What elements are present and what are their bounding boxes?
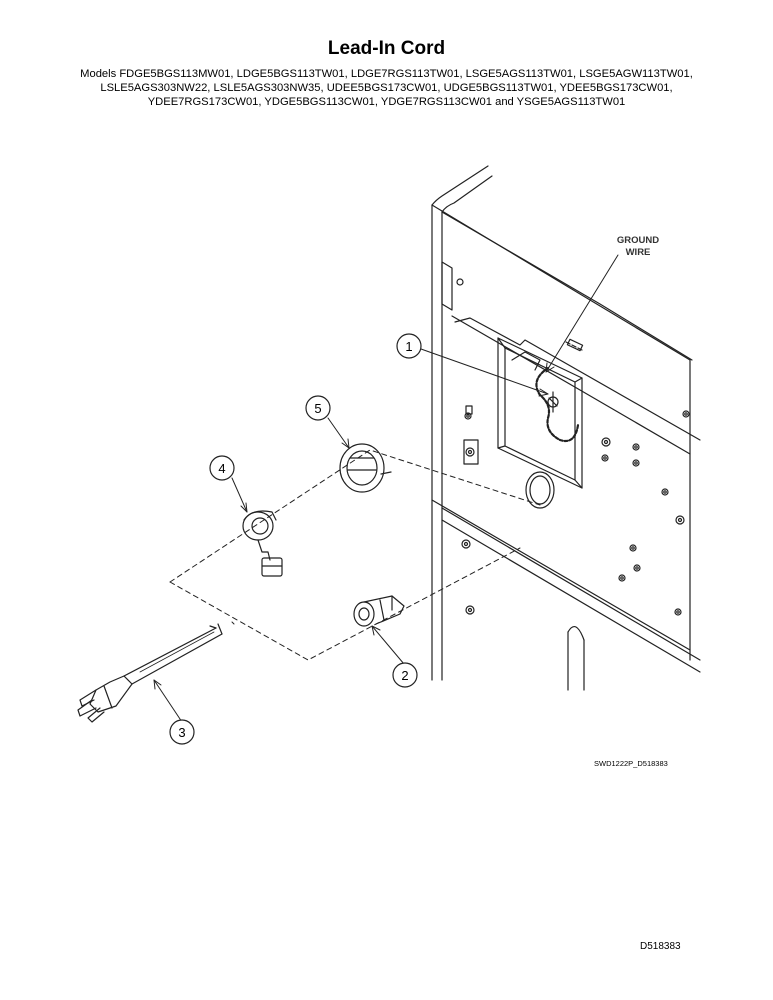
exploded-view-guide — [169, 449, 541, 661]
models-list: Models FDGE5BGS113MW01, LDGE5BGS113TW01,… — [80, 68, 693, 108]
part-2-bushing — [353, 595, 405, 627]
callout-4: 4 — [218, 461, 225, 476]
leader-lines — [153, 254, 619, 723]
page-title: Lead-In Cord — [327, 38, 446, 59]
ground-wire-label-line1: GROUND — [617, 235, 659, 246]
callout-5: 5 — [314, 401, 321, 416]
callout-circles — [169, 333, 422, 745]
drawing-code: SWD1222P_D518383 — [594, 759, 668, 768]
part-5-strain-relief-ring — [339, 443, 392, 493]
document-number: D518383 — [640, 941, 681, 952]
ground-wire-label-line2: WIRE — [626, 247, 651, 258]
callout-1: 1 — [405, 339, 412, 354]
callout-2: 2 — [401, 668, 408, 683]
dryer-cabinet — [431, 165, 701, 691]
part-3-power-cord — [77, 623, 223, 723]
callout-3: 3 — [178, 725, 185, 740]
part-4-cord-clamp — [242, 510, 283, 577]
terminal-block-recess — [497, 337, 584, 489]
cabinet-screw-holes — [461, 405, 690, 616]
